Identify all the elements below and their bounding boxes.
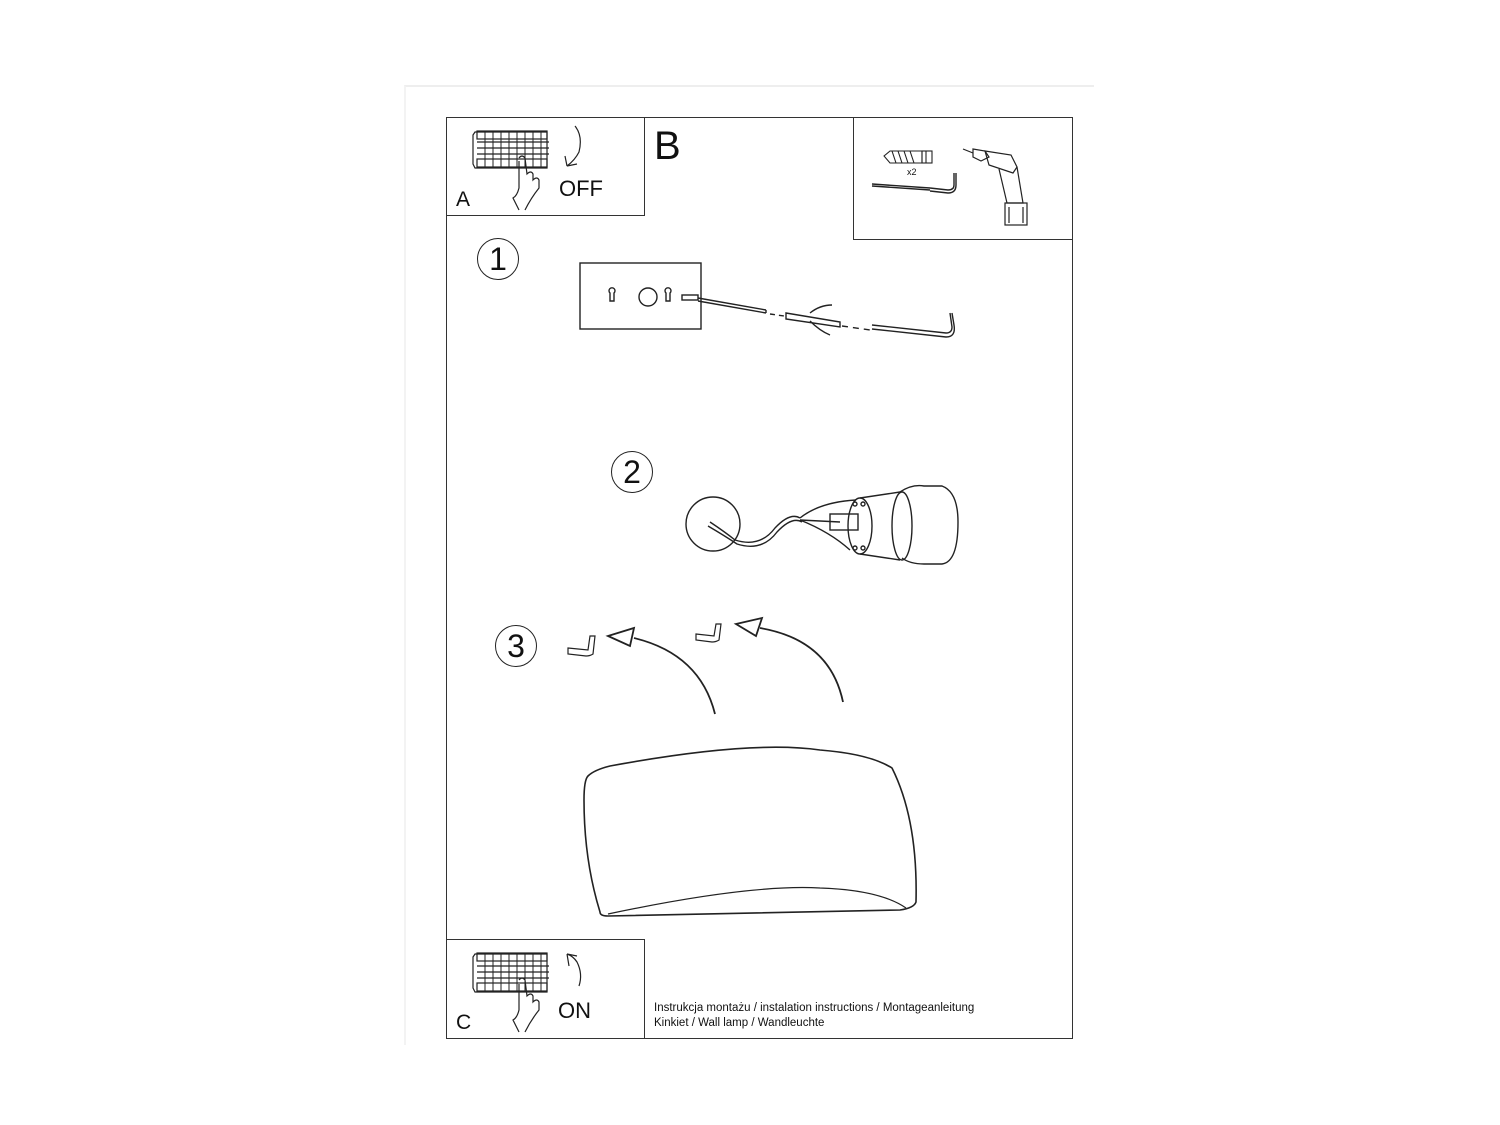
panel-c-letter: C (456, 1011, 472, 1034)
hook-icon (695, 623, 722, 643)
step-1-drill-hook-illustration (579, 262, 956, 338)
step-2-number: 2 (611, 451, 653, 493)
mains-wire-junction-icon (685, 496, 741, 552)
step-2-wiring-illustration (685, 484, 959, 565)
instruction-frame (446, 117, 1073, 1039)
panel-c-power-on: C ON (446, 939, 645, 1039)
panel-c-action-label: ON (558, 998, 591, 1023)
panel-a-power-off: A OFF (446, 117, 645, 216)
footer-title-line2: Kinkiet / Wall lamp / Wandleuchte (654, 1017, 825, 1029)
lamp-base-plate-icon (579, 262, 702, 330)
circuit-breaker-off-icon (472, 125, 581, 211)
tools-quantity: x2 (907, 167, 917, 177)
page-sheet (404, 85, 1094, 1045)
step-3-hang-shade-illustration (567, 616, 844, 715)
circuit-breaker-on-icon (472, 952, 582, 1033)
step-1-number: 1 (477, 238, 519, 280)
panel-a-letter: A (456, 188, 471, 211)
required-tools-panel: x2 (853, 117, 1073, 240)
step-3-number: 3 (495, 625, 537, 667)
panel-b-letter: B (654, 124, 681, 168)
hook-screw-icon (871, 173, 957, 194)
wall-plug-icon (883, 150, 933, 164)
panel-a-action-label: OFF (559, 176, 603, 201)
power-drill-icon (962, 148, 1028, 226)
footer-title-line1: Instrukcja montażu / instalation instruc… (654, 1002, 975, 1014)
hook-icon (567, 635, 596, 657)
lampshade-illustration (583, 746, 917, 917)
